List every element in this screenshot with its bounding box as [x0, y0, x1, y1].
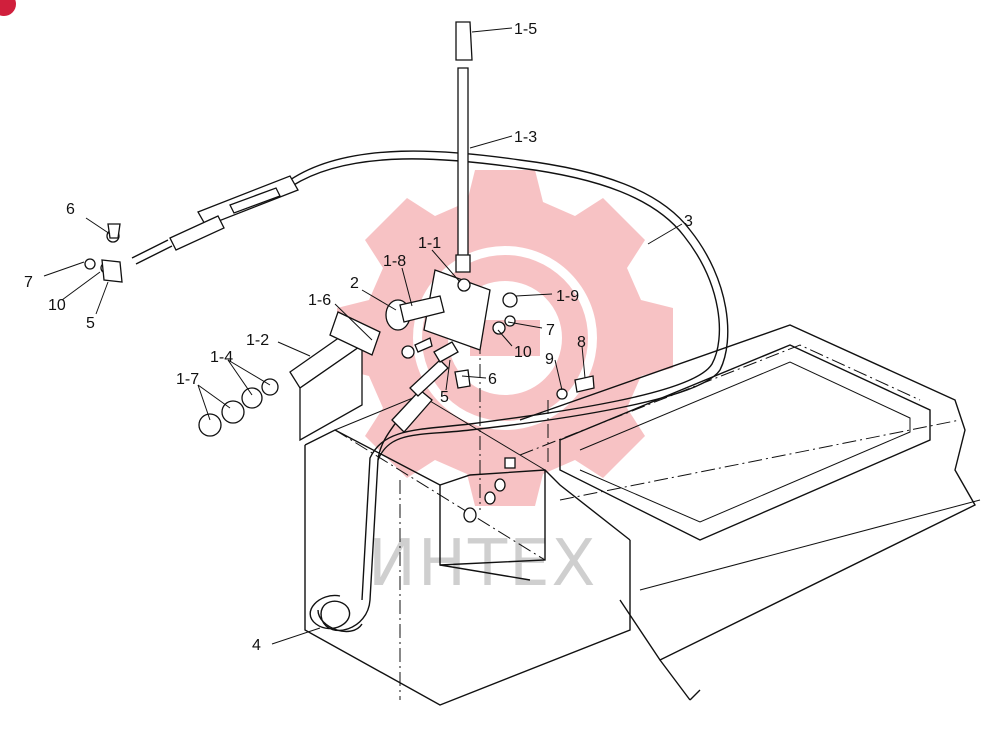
cable-3: [289, 150, 729, 601]
shift-lever: [423, 21, 491, 351]
label-1-4: 1-4: [210, 349, 233, 366]
label-1-1: 1-1: [418, 235, 441, 252]
label-1-5: 1-5: [514, 21, 537, 38]
label-10-left: 10: [48, 297, 66, 314]
label-4: 4: [252, 637, 261, 654]
label-1-8: 1-8: [383, 253, 406, 270]
label-6-left: 6: [66, 201, 75, 218]
bracket-assembly: [198, 292, 595, 442]
label-5-right: 5: [440, 389, 449, 406]
label-9: 9: [545, 351, 554, 368]
label-1-2: 1-2: [246, 332, 269, 349]
label-5-left: 5: [86, 315, 95, 332]
label-6-right: 6: [488, 371, 497, 388]
label-8: 8: [577, 334, 586, 351]
label-1-7: 1-7: [176, 371, 199, 388]
base-box: [304, 340, 631, 706]
cable-coil-4: [309, 594, 371, 633]
cable-end-left: [84, 175, 299, 283]
label-10-right: 10: [514, 344, 532, 361]
leader-lines: [43, 27, 683, 645]
watermark-text: ИНТЕХ: [368, 527, 597, 601]
label-1-9: 1-9: [556, 288, 579, 305]
label-7-right: 7: [546, 322, 555, 339]
label-1-6: 1-6: [308, 292, 331, 309]
frame-housing: [519, 324, 981, 701]
part-labels: 1-5 1-3 3 1-1 1-8 2 1-6 1-2 1-4 1-7 1-9 …: [24, 21, 693, 654]
label-1-3: 1-3: [514, 129, 537, 146]
label-7-left: 7: [24, 274, 33, 291]
corner-marker: [0, 0, 16, 16]
label-3: 3: [684, 213, 693, 230]
cable-threaded-end: [377, 341, 459, 461]
label-2: 2: [350, 275, 359, 292]
